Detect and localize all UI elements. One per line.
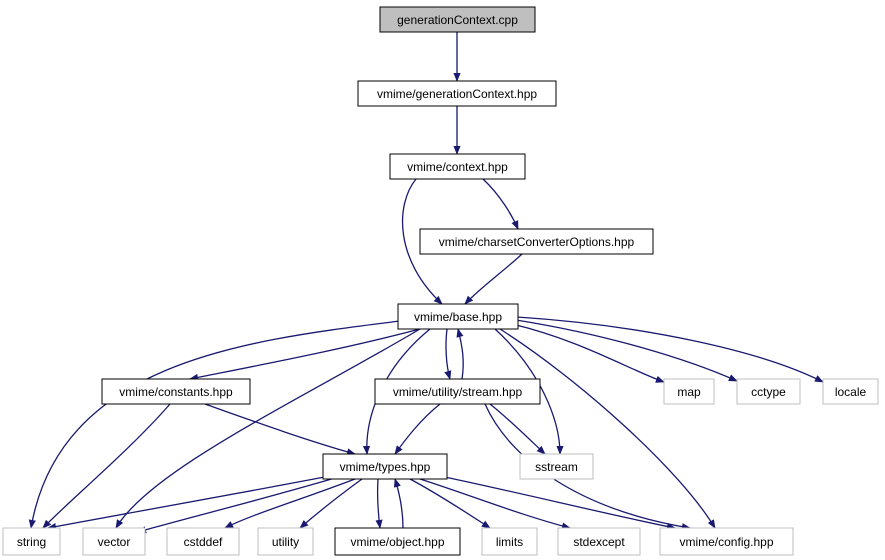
node-box[interactable] bbox=[519, 453, 594, 480]
node-label: vmime/types.hpp bbox=[340, 460, 431, 474]
node-box[interactable] bbox=[166, 527, 240, 556]
node-box[interactable] bbox=[659, 527, 794, 556]
node-config_hpp[interactable]: vmime/config.hpp bbox=[659, 527, 794, 556]
node-label: cctype bbox=[751, 385, 786, 399]
node-label: locale bbox=[835, 385, 867, 399]
node-label: sstream bbox=[535, 460, 578, 474]
node-label: map bbox=[677, 385, 701, 399]
node-types_hpp[interactable]: vmime/types.hpp bbox=[322, 453, 448, 480]
node-label: utility bbox=[272, 535, 299, 549]
edge-context_hpp-to-charsetConverterOptions_hpp bbox=[482, 178, 519, 230]
edge-base_hpp-to-stream_hpp bbox=[444, 328, 452, 380]
edge-base_hpp-to-sstream bbox=[494, 328, 564, 455]
edge-base_hpp-to-locale bbox=[516, 316, 824, 383]
node-box[interactable] bbox=[82, 527, 146, 556]
node-label: vmime/charsetConverterOptions.hpp bbox=[439, 235, 635, 249]
node-label: generationContext.cpp bbox=[397, 13, 518, 27]
edge-context_hpp-to-base_hpp bbox=[401, 178, 443, 305]
node-sstream[interactable]: sstream bbox=[519, 453, 594, 480]
node-generationContext_cpp[interactable]: generationContext.cpp bbox=[379, 6, 536, 33]
edge-constants_hpp-to-string bbox=[42, 403, 171, 529]
node-label: vmime/constants.hpp bbox=[119, 385, 233, 399]
node-label: vmime/generationContext.hpp bbox=[377, 87, 537, 101]
node-label: vmime/config.hpp bbox=[679, 535, 773, 549]
node-label: vmime/utility/stream.hpp bbox=[393, 385, 523, 399]
node-generationContext_hpp[interactable]: vmime/generationContext.hpp bbox=[357, 80, 557, 107]
node-box[interactable] bbox=[397, 303, 519, 330]
edge-types_hpp-to-config_hpp bbox=[439, 475, 676, 530]
node-cstddef[interactable]: cstddef bbox=[166, 527, 240, 556]
edge-base_hpp-to-map bbox=[511, 323, 665, 383]
edge-constants_hpp-to-types_hpp bbox=[204, 403, 356, 456]
node-utility[interactable]: utility bbox=[257, 527, 314, 556]
edge-types_hpp-to-vector bbox=[137, 477, 336, 534]
edge-types_hpp-to-object_hpp bbox=[375, 478, 383, 529]
edge-object_hpp-to-types_hpp bbox=[393, 478, 404, 529]
node-box[interactable] bbox=[557, 527, 641, 556]
edge-types_hpp-to-limits bbox=[409, 478, 491, 529]
node-stream_hpp[interactable]: vmime/utility/stream.hpp bbox=[374, 378, 541, 405]
node-vector[interactable]: vector bbox=[82, 527, 146, 556]
node-stdexcept[interactable]: stdexcept bbox=[557, 527, 641, 556]
edge-types_hpp-to-string bbox=[47, 475, 331, 531]
node-label: vector bbox=[98, 535, 131, 549]
edge-layer bbox=[28, 32, 824, 534]
edge-base_hpp-to-vector bbox=[115, 328, 421, 529]
node-string[interactable]: string bbox=[2, 527, 61, 556]
node-box[interactable] bbox=[481, 527, 538, 556]
node-locale[interactable]: locale bbox=[822, 378, 879, 405]
node-cctype[interactable]: cctype bbox=[736, 378, 801, 405]
node-box[interactable] bbox=[257, 527, 314, 556]
node-box[interactable] bbox=[419, 228, 654, 255]
node-map[interactable]: map bbox=[663, 378, 715, 405]
node-box[interactable] bbox=[822, 378, 879, 405]
edge-base_hpp-to-config_hpp bbox=[499, 328, 716, 529]
edge-stream_hpp-to-config_hpp bbox=[484, 403, 691, 531]
node-label: string bbox=[17, 535, 46, 549]
node-layer: generationContext.cpp vmime/generationCon… bbox=[2, 6, 879, 556]
node-label: vmime/object.hpp bbox=[350, 535, 444, 549]
edge-base_hpp-to-constants_hpp bbox=[189, 328, 421, 381]
node-box[interactable] bbox=[379, 6, 536, 33]
edge-stream_hpp-to-types_hpp bbox=[394, 403, 441, 455]
node-label: cstddef bbox=[184, 535, 223, 549]
node-box[interactable] bbox=[663, 378, 715, 405]
node-box[interactable] bbox=[334, 527, 461, 556]
edge-stream_hpp-to-base_hpp bbox=[456, 328, 464, 380]
node-box[interactable] bbox=[736, 378, 801, 405]
edge-types_hpp-to-utility bbox=[299, 478, 363, 529]
edge-charsetConverterOptions_hpp-to-base_hpp bbox=[464, 253, 523, 305]
node-constants_hpp[interactable]: vmime/constants.hpp bbox=[101, 378, 251, 405]
node-box[interactable] bbox=[101, 378, 251, 405]
node-box[interactable] bbox=[357, 80, 557, 107]
edge-base_hpp-to-string bbox=[28, 320, 401, 529]
edge-types_hpp-to-stdexcept bbox=[419, 478, 571, 530]
node-base_hpp[interactable]: vmime/base.hpp bbox=[397, 303, 519, 330]
node-label: vmime/base.hpp bbox=[414, 310, 502, 324]
node-label: stdexcept bbox=[573, 535, 625, 549]
node-label: limits bbox=[496, 535, 523, 549]
node-context_hpp[interactable]: vmime/context.hpp bbox=[389, 153, 526, 180]
node-box[interactable] bbox=[322, 453, 448, 480]
edge-stream_hpp-to-sstream bbox=[489, 403, 546, 455]
node-charsetConverterOptions_hpp[interactable]: vmime/charsetConverterOptions.hpp bbox=[419, 228, 654, 255]
node-box[interactable] bbox=[389, 153, 526, 180]
node-object_hpp[interactable]: vmime/object.hpp bbox=[334, 527, 461, 556]
node-label: vmime/context.hpp bbox=[407, 160, 508, 174]
node-box[interactable] bbox=[374, 378, 541, 405]
edge-types_hpp-to-cstddef bbox=[224, 478, 356, 529]
node-box[interactable] bbox=[2, 527, 61, 556]
edge-base_hpp-to-cctype bbox=[515, 319, 738, 382]
node-limits[interactable]: limits bbox=[481, 527, 538, 556]
